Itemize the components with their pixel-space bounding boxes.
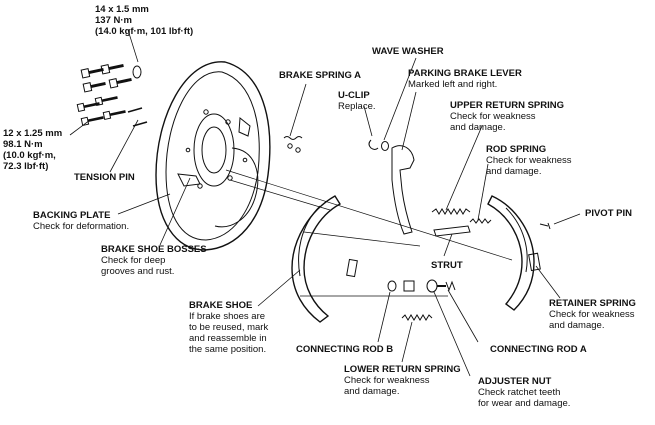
- label-lower-return-spring: LOWER RETURN SPRING Check for weakness a…: [344, 364, 461, 397]
- retainer-spring-title: RETAINER SPRING: [549, 298, 636, 309]
- u-clip-note: Replace.: [338, 101, 376, 112]
- brake-shoe-bosses-title: BRAKE SHOE BOSSES: [101, 244, 207, 255]
- torque-lower-kgf: (10.0 kgf·m,: [3, 150, 56, 161]
- backing-plate-note: Check for deformation.: [33, 221, 130, 232]
- rod-spring-note-1: Check for weakness: [486, 155, 572, 166]
- lower-return-spring-drawing: [401, 314, 433, 321]
- retainer-spring-note-2: and damage.: [549, 320, 605, 331]
- label-upper-return-spring: UPPER RETURN SPRING Check for weakness a…: [450, 100, 564, 133]
- parking-brake-lever-title: PARKING BRAKE LEVER: [408, 68, 522, 79]
- label-tension-pin: TENSION PIN: [74, 172, 135, 183]
- rod-spring-drawing: [469, 218, 492, 224]
- pivot-pin-title: PIVOT PIN: [585, 208, 632, 219]
- label-retainer-spring: RETAINER SPRING Check for weakness and d…: [549, 298, 636, 331]
- retainer-spring-note-1: Check for weakness: [549, 309, 635, 320]
- adjuster-nut-note-2: for wear and damage.: [478, 398, 571, 409]
- label-backing-plate: BACKING PLATE Check for deformation.: [33, 210, 129, 232]
- brake-shoe-note-1: If brake shoes are: [189, 311, 266, 322]
- upper-return-spring-note-1: Check for weakness: [450, 111, 536, 122]
- adjuster-nut-title: ADJUSTER NUT: [478, 376, 552, 387]
- left-brake-shoe-drawing: [291, 195, 358, 323]
- torque-lower-lbf: 72.3 lbf·ft): [3, 161, 49, 172]
- small-parts-drawing: [283, 136, 389, 153]
- rod-spring-title: ROD SPRING: [486, 144, 547, 155]
- label-rod-spring: ROD SPRING Check for weakness and damage…: [486, 144, 572, 177]
- upper-bolts-drawing: [80, 63, 142, 93]
- upper-return-spring-note-2: and damage.: [450, 122, 506, 133]
- adjuster-nut-note-1: Check ratchet teeth: [478, 387, 561, 398]
- label-connecting-rod-a: CONNECTING ROD A: [490, 344, 587, 355]
- label-brake-spring-a: BRAKE SPRING A: [279, 70, 361, 81]
- lower-return-spring-note-1: Check for weakness: [344, 375, 430, 386]
- right-brake-shoe-drawing: [487, 195, 551, 311]
- connecting-rod-b-title: CONNECTING ROD B: [296, 344, 394, 355]
- label-wave-washer: WAVE WASHER: [372, 46, 444, 57]
- label-parking-brake-lever: PARKING BRAKE LEVER Marked left and righ…: [408, 68, 522, 90]
- lower-bolts-drawing: [76, 96, 148, 127]
- torque-upper-nm: 137 N·m: [95, 15, 132, 26]
- torque-spec-lower: 12 x 1.25 mm 98.1 N·m (10.0 kgf·m, 72.3 …: [3, 128, 62, 172]
- brake-shoe-bosses-note-2: grooves and rust.: [101, 266, 175, 277]
- lower-return-spring-title: LOWER RETURN SPRING: [344, 364, 461, 375]
- label-u-clip: U-CLIP Replace.: [338, 90, 376, 112]
- upper-return-spring-drawing: [431, 208, 471, 215]
- brake-shoe-title: BRAKE SHOE: [189, 300, 253, 311]
- u-clip-title: U-CLIP: [338, 90, 370, 101]
- parking-brake-lever-note: Marked left and right.: [408, 79, 498, 90]
- brake-spring-a-title: BRAKE SPRING A: [279, 70, 361, 81]
- label-pivot-pin: PIVOT PIN: [585, 208, 632, 219]
- torque-lower-nm: 98.1 N·m: [3, 139, 43, 150]
- label-strut: STRUT: [431, 260, 463, 271]
- label-brake-shoe-bosses: BRAKE SHOE BOSSES Check for deep grooves…: [101, 244, 207, 277]
- tension-pin-title: TENSION PIN: [74, 172, 135, 183]
- strut-drawing: [433, 225, 471, 237]
- torque-upper-kgf: (14.0 kgf·m, 101 lbf·ft): [95, 26, 194, 37]
- brake-shoe-note-4: the same position.: [189, 344, 267, 355]
- backing-plate-title: BACKING PLATE: [33, 210, 111, 221]
- upper-return-spring-title: UPPER RETURN SPRING: [450, 100, 565, 111]
- brake-shoe-note-3: and reassemble in: [189, 333, 267, 344]
- wave-washer-title: WAVE WASHER: [372, 46, 444, 57]
- torque-upper-size: 14 x 1.5 mm: [95, 4, 149, 15]
- brake-shoe-bosses-note-1: Check for deep: [101, 255, 166, 266]
- brake-shoe-note-2: to be reused, mark: [189, 322, 269, 333]
- rod-spring-note-2: and damage.: [486, 166, 542, 177]
- torque-spec-upper: 14 x 1.5 mm 137 N·m (14.0 kgf·m, 101 lbf…: [95, 4, 193, 37]
- parking-brake-lever-drawing: [391, 145, 415, 235]
- adjuster-assembly-drawing: [387, 279, 456, 293]
- lower-return-spring-note-2: and damage.: [344, 386, 400, 397]
- label-adjuster-nut: ADJUSTER NUT Check ratchet teeth for wea…: [478, 376, 570, 409]
- label-brake-shoe: BRAKE SHOE If brake shoes are to be reus…: [189, 300, 268, 355]
- strut-title: STRUT: [431, 260, 463, 271]
- label-connecting-rod-b: CONNECTING ROD B: [296, 344, 393, 355]
- torque-lower-size: 12 x 1.25 mm: [3, 128, 63, 139]
- backing-plate-drawing: [155, 61, 271, 251]
- connecting-rod-a-title: CONNECTING ROD A: [490, 344, 587, 355]
